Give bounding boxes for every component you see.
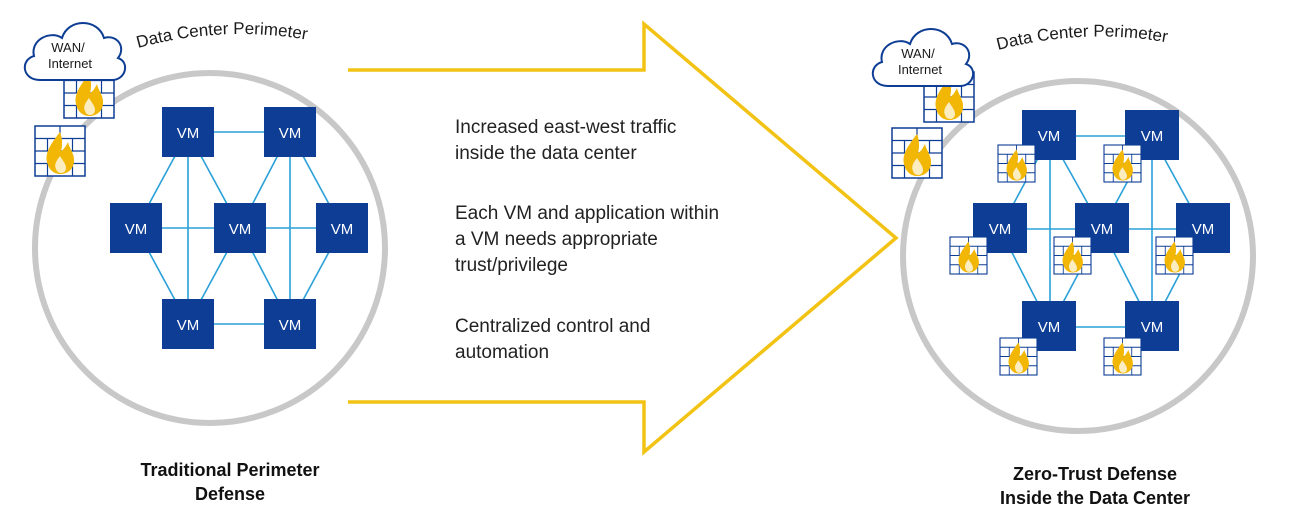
- firewall-icon: [1000, 338, 1037, 375]
- svg-text:VM: VM: [229, 221, 252, 238]
- firewall-icon: [998, 145, 1035, 182]
- svg-text:VM: VM: [177, 125, 200, 142]
- bullet-line: automation: [455, 342, 550, 363]
- firewall-icon: [1104, 338, 1141, 375]
- caption-line: Zero-Trust Defense: [1012, 464, 1178, 484]
- cloud-label: Internet: [898, 62, 942, 77]
- bullet-line: Each VM and application within: [455, 203, 720, 224]
- cloud-label: Internet: [48, 56, 92, 71]
- bullet-line: Centralized control and: [455, 316, 651, 337]
- cloud-label: WAN/: [901, 46, 935, 61]
- right-caption: Zero-Trust Defense Inside the Data Cente…: [960, 462, 1230, 510]
- firewall-icon: [1054, 237, 1091, 274]
- firewall-icon: [1156, 237, 1193, 274]
- svg-text:VM: VM: [279, 125, 302, 142]
- firewall-icon: [950, 237, 987, 274]
- vm-node: VM: [110, 203, 162, 253]
- bullet-line: inside the data center: [455, 143, 637, 164]
- svg-text:VM: VM: [989, 221, 1012, 238]
- vm-node: VM: [264, 107, 316, 157]
- transition-arrow: [348, 20, 899, 456]
- svg-text:VM: VM: [279, 317, 302, 334]
- bullet-line: Increased east-west traffic: [455, 117, 677, 138]
- svg-text:VM: VM: [1192, 221, 1215, 238]
- svg-text:VM: VM: [1038, 319, 1061, 336]
- firewall-icon: [891, 127, 943, 179]
- firewall-icon: [34, 125, 86, 177]
- bullet-2: Each VM and application within a VM need…: [455, 201, 719, 279]
- vm-node: VM: [214, 203, 266, 253]
- caption-line: Defense: [194, 484, 266, 504]
- bullet-line: trust/privilege: [455, 255, 568, 276]
- svg-text:VM: VM: [1141, 319, 1164, 336]
- caption-line: Traditional Perimeter: [140, 460, 320, 480]
- perimeter-label: Data Center Perimeter: [134, 19, 309, 52]
- svg-text:VM: VM: [331, 221, 354, 238]
- vm-node: VM: [162, 299, 214, 349]
- caption-line: Inside the Data Center: [999, 488, 1191, 508]
- svg-text:VM: VM: [1141, 128, 1164, 145]
- cloud-icon: WAN/ Internet: [872, 28, 975, 87]
- svg-text:VM: VM: [125, 221, 148, 238]
- vm-node: VM: [316, 203, 368, 253]
- vm-node: VM: [1176, 203, 1230, 253]
- bullet-3: Centralized control and automation: [455, 314, 650, 366]
- left-caption: Traditional Perimeter Defense: [100, 458, 360, 506]
- right-panel: Data Center Perimeter VM VM VM VM VM VM …: [872, 21, 1256, 434]
- perimeter-label: Data Center Perimeter: [994, 21, 1169, 53]
- left-panel: Data Center Perimeter VM VM VM VM VM VM …: [24, 19, 388, 426]
- firewall-icon: [1104, 145, 1141, 182]
- svg-text:VM: VM: [1038, 128, 1061, 145]
- bullet-line: a VM needs appropriate: [455, 229, 658, 250]
- perimeter-ring: [900, 78, 1256, 434]
- cloud-label: WAN/: [51, 40, 85, 55]
- svg-text:VM: VM: [177, 317, 200, 334]
- vm-node: VM: [162, 107, 214, 157]
- bullet-1: Increased east-west traffic inside the d…: [455, 115, 676, 167]
- cloud-icon: WAN/ Internet: [24, 22, 127, 81]
- svg-text:VM: VM: [1091, 221, 1114, 238]
- vm-node: VM: [264, 299, 316, 349]
- perimeter-ring: [32, 70, 388, 426]
